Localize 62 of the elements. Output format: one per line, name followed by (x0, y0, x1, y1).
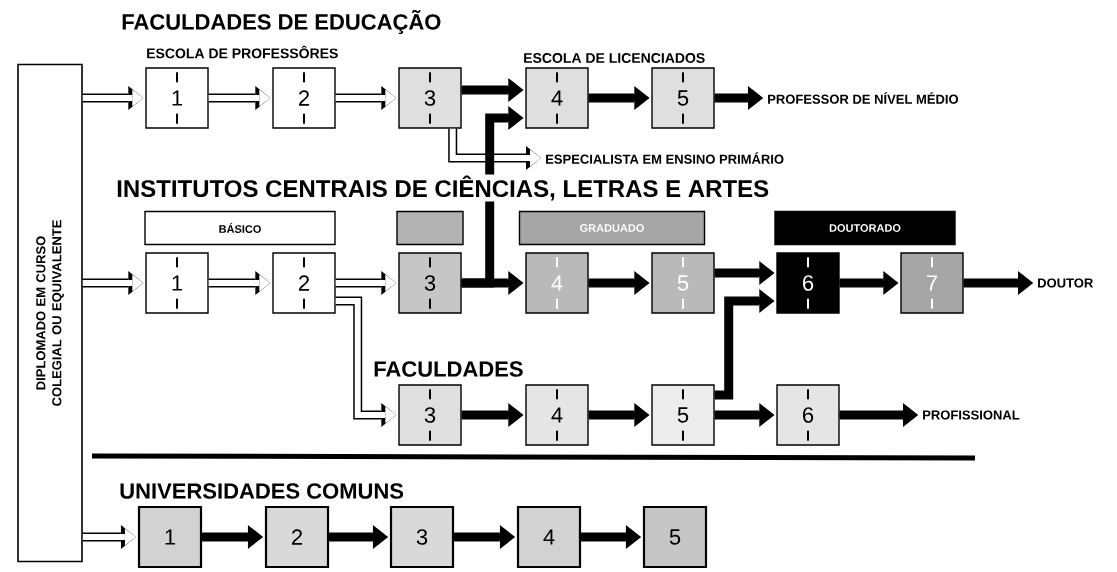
step-box: 3 (398, 384, 462, 446)
section-heading: FACULDADES (374, 361, 523, 377)
arrow (448, 128, 541, 170)
arrow (82, 525, 136, 549)
section-heading: FACULDADES DE EDUCAÇÃO (122, 9, 441, 35)
arrow (581, 525, 641, 549)
step-box: 5 (651, 384, 715, 446)
arrow (335, 271, 397, 295)
step-box: 3 (398, 67, 462, 129)
step-box: 6 (776, 384, 840, 446)
arrow (714, 261, 775, 285)
step-box: 7 (900, 252, 964, 314)
arrow (839, 271, 899, 295)
step-box: 2 (264, 505, 330, 569)
outcome-text: PROFESSOR DE NÍVEL MÉDIO (768, 92, 959, 104)
arrow (461, 403, 524, 427)
outcome-text: PROFISSIONAL (923, 410, 1020, 420)
arrow (335, 296, 397, 427)
outcome-text: ESPECIALISTA EM ENSINO PRIMÁRIO (546, 152, 784, 164)
step-box: 2 (272, 252, 336, 314)
arrow (208, 271, 271, 295)
stage-bar: GRADUADO (518, 210, 706, 246)
arrow (714, 403, 775, 427)
arrow (202, 525, 263, 549)
arrow (714, 86, 763, 110)
arrow (329, 525, 388, 549)
arrow (839, 403, 918, 427)
arrow (963, 271, 1033, 295)
step-box: 4 (525, 252, 589, 314)
stage-bar (396, 210, 464, 246)
arrow (82, 271, 144, 295)
arrow (335, 86, 397, 110)
step-box: 1 (145, 252, 209, 314)
step-box: 2 (272, 67, 336, 129)
step-box: 5 (651, 252, 715, 314)
arrow (588, 86, 650, 110)
arrow (82, 86, 144, 110)
arrow (461, 78, 524, 102)
arrow (454, 525, 515, 549)
stage-bar: BÁSICO (144, 210, 336, 246)
section-heading: INSTITUTOS CENTRAIS DE CIÊNCIAS, LETRAS E ARTES (115, 174, 771, 202)
step-box: 4 (516, 505, 582, 569)
school-heading: ESCOLA DE LICENCIADOS (524, 53, 705, 63)
step-box: 4 (525, 67, 589, 129)
outcome-text: DOUTOR (1038, 278, 1094, 288)
step-box: 6 (776, 252, 840, 314)
arrow (208, 86, 271, 110)
arrow (461, 271, 524, 295)
step-box: 1 (145, 67, 209, 129)
step-box: 4 (525, 384, 589, 446)
stage-bar: DOUTORADO (774, 210, 956, 246)
school-heading: ESCOLA DE PROFESSÔRES (147, 45, 338, 59)
step-box: 5 (642, 505, 708, 569)
diploma-band: DIPLOMADO EM CURSO COLEGIAL OU EQUIVALENTE (17, 63, 83, 563)
arrow (714, 289, 775, 400)
arrow (588, 403, 650, 427)
arrow (588, 271, 650, 295)
step-box: 1 (137, 505, 203, 569)
step-box: 3 (398, 252, 462, 314)
section-heading: UNIVERSIDADES COMUNS (120, 483, 404, 499)
step-box: 5 (651, 67, 715, 129)
step-box: 3 (389, 505, 455, 569)
